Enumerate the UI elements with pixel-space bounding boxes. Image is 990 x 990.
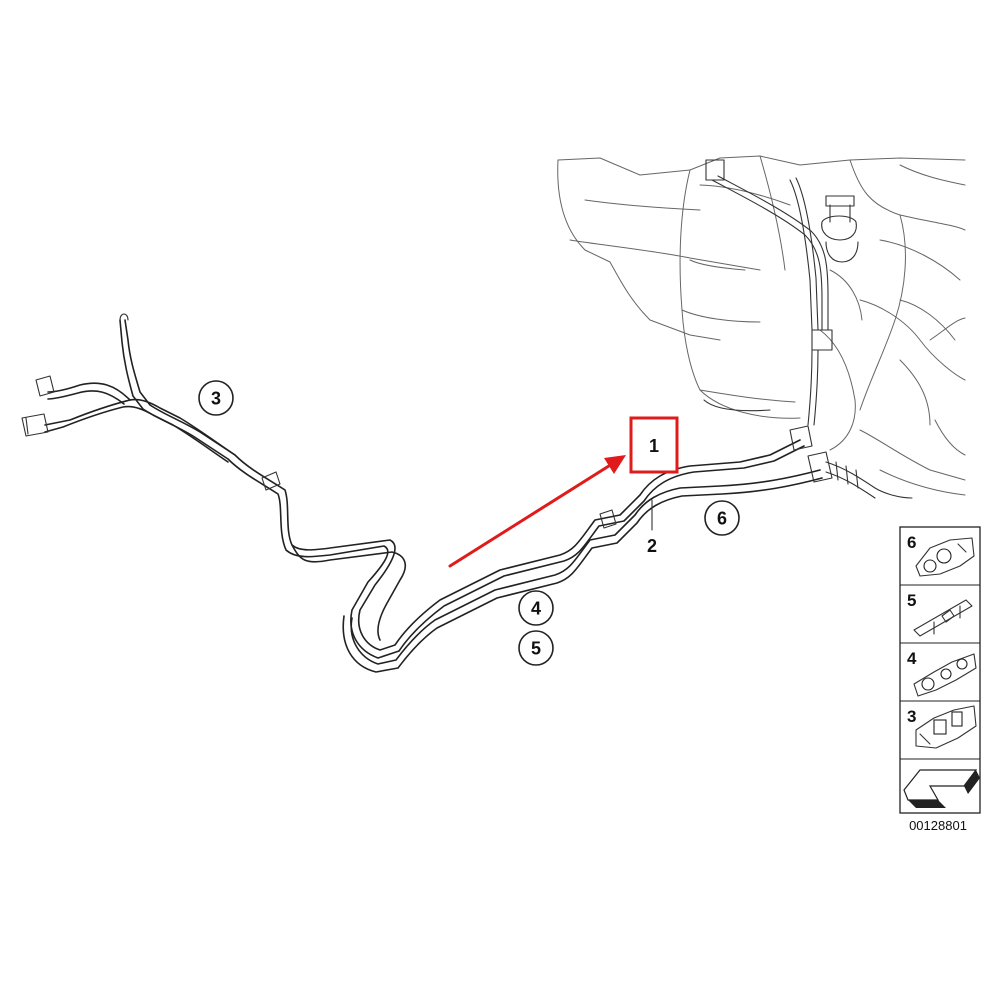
callout-5-label: 5 <box>531 639 541 659</box>
legend-number-4: 4 <box>907 649 917 668</box>
callout-2[interactable]: 2 <box>647 536 657 556</box>
diagram-code: 00128801 <box>909 818 967 833</box>
legend-item-4: 4 <box>907 649 977 697</box>
legend-item-5: 5 <box>907 591 973 637</box>
fuel-tank-drawing <box>557 155 966 496</box>
legend-panel: 6 5 4 <box>899 526 981 814</box>
clip-4-icon <box>913 653 977 697</box>
legend-number-6: 6 <box>907 533 916 552</box>
callout-3-label: 3 <box>211 389 221 409</box>
legend-item-3: 3 <box>907 705 977 749</box>
callout-4[interactable]: 4 <box>518 590 554 626</box>
callout-6[interactable]: 6 <box>704 500 740 536</box>
clip-6-icon <box>915 537 975 577</box>
callout-6-label: 6 <box>717 509 727 529</box>
clip-3-icon <box>915 705 977 749</box>
legend-item-6: 6 <box>907 533 975 577</box>
callout-4-label: 4 <box>531 599 541 619</box>
legend-number-3: 3 <box>907 707 916 726</box>
callout-1-label: 1 <box>649 436 659 456</box>
callout-2-label: 2 <box>647 536 657 556</box>
direction-arrow-icon <box>903 769 980 808</box>
highlight-arrow-icon <box>448 455 626 568</box>
fuel-line-bundle <box>21 313 913 673</box>
callout-3[interactable]: 3 <box>198 380 234 416</box>
legend-number-5: 5 <box>907 591 916 610</box>
callout-5[interactable]: 5 <box>518 630 554 666</box>
bracket-5-icon <box>913 599 973 637</box>
callout-1-highlight[interactable]: 1 <box>629 416 679 474</box>
